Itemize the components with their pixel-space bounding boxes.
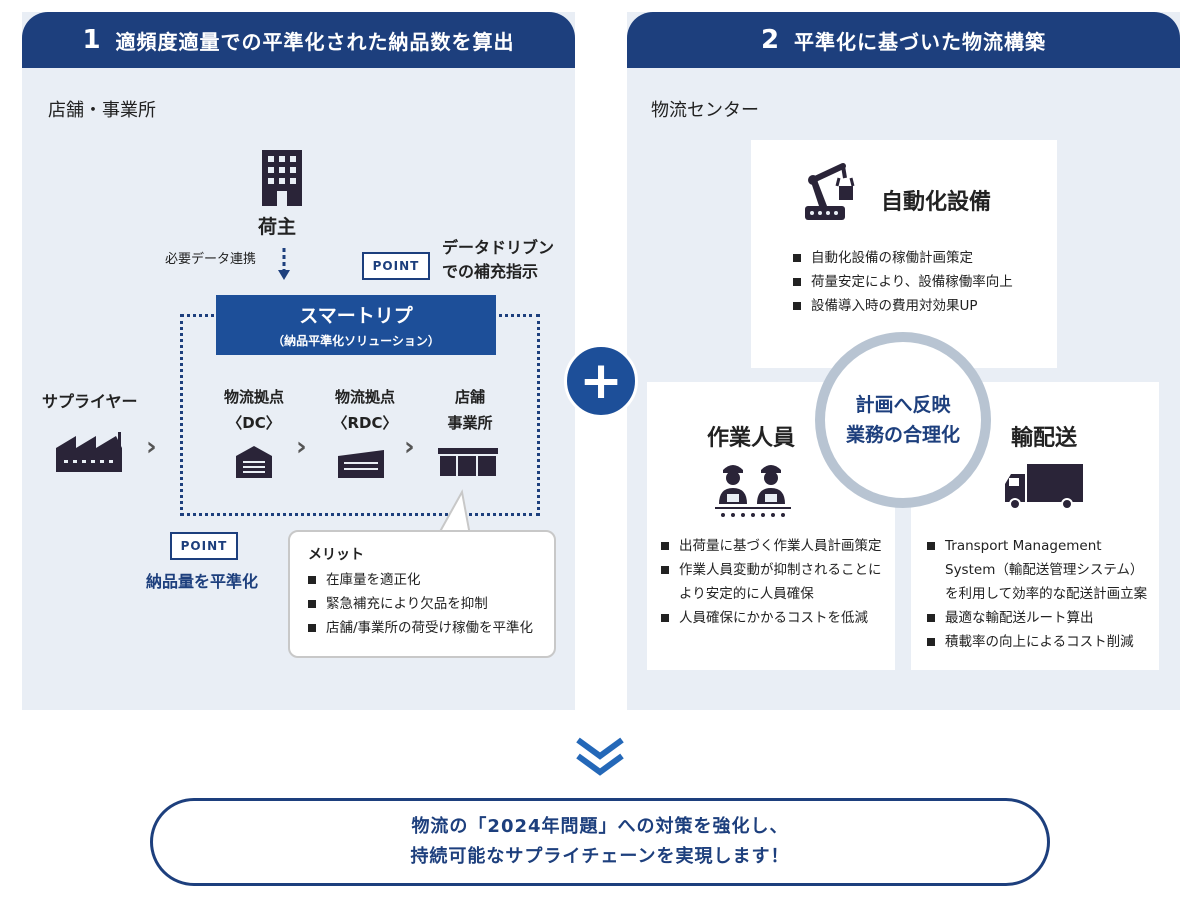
transport-card: 輸配送 Transport Management System（輸配送管理システ…	[911, 382, 1159, 670]
supplier-label: サプライヤー	[42, 392, 138, 411]
point2-text: 納品量を平準化	[146, 572, 259, 591]
automation-list: 自動化設備の稼働計画策定 荷量安定により、設備稼働率向上 設備導入時の費用対効果…	[791, 246, 1051, 318]
transport-item: 積載率の向上によるコスト削減	[925, 630, 1153, 654]
transport-list: Transport Management System（輸配送管理システム）を利…	[925, 534, 1153, 654]
point1-text: データドリブン での補充指示	[442, 236, 554, 284]
chevron-right-icon: ›	[296, 432, 307, 462]
factory-icon	[56, 432, 122, 472]
chevron-right-icon: ›	[146, 432, 157, 462]
merit-item: 店舗/事業所の荷受け稼働を平準化	[306, 616, 554, 640]
right-panel: 2 平準化に基づいた物流構築 物流センター 自動化設備 自動化設備の稼働計画策定…	[627, 12, 1180, 710]
robot-arm-icon	[805, 163, 855, 220]
merit-item: 緊急補充により欠品を抑制	[306, 592, 554, 616]
workers-item: 人員確保にかかるコストを低減	[659, 606, 891, 630]
center-circle-line1: 計画へ反映	[855, 394, 951, 416]
warehouse-dc-icon	[236, 446, 272, 478]
center-circle-ring: 計画へ反映 業務の合理化	[815, 332, 991, 508]
node-store-line1: 店舗	[454, 388, 485, 406]
point-tag-2: POINT	[170, 532, 238, 560]
truck-icon	[1005, 464, 1083, 510]
workers-icon	[715, 465, 791, 517]
node-rdc-line2: 〈RDC〉	[332, 414, 398, 432]
chevron-right-icon: ›	[404, 432, 415, 462]
transport-item: Transport Management System（輸配送管理システム）を利…	[925, 534, 1153, 606]
data-link-label: 必要データ連携	[165, 252, 257, 267]
node-store-line2: 事業所	[447, 414, 493, 432]
conclusion-line1: 物流の「2024年問題」への対策を強化し、	[411, 816, 789, 837]
node-dc-line2: 〈DC〉	[227, 414, 281, 432]
merit-item: 在庫量を適正化	[306, 568, 554, 592]
left-panel: 1 適頻度適量での平準化された納品数を算出 店舗・事業所 荷主 必要データ連携 …	[22, 12, 575, 710]
workers-list: 出荷量に基づく作業人員計画策定 作業人員変動が抑制されることにより安定的に人員確…	[659, 534, 891, 630]
merit-title: メリット	[308, 547, 364, 563]
point-tag-1: POINT	[362, 252, 430, 280]
smart-solution-box: スマートリプ （納品平準化ソリューション）	[216, 295, 496, 355]
point1-text-line2: での補充指示	[442, 262, 539, 281]
transport-item: 最適な輸配送ルート算出	[925, 606, 1153, 630]
right-panel-header: 2 平準化に基づいた物流構築	[627, 12, 1180, 68]
point1-text-line1: データドリブン	[442, 238, 555, 257]
store-icon	[438, 448, 498, 476]
automation-item: 荷量安定により、設備稼働率向上	[791, 270, 1051, 294]
merit-box: メリット 在庫量を適正化 緊急補充により欠品を抑制 店舗/事業所の荷受け稼働を平…	[288, 530, 556, 658]
automation-item: 設備導入時の費用対効果UP	[791, 294, 1051, 318]
smart-title: スマートリプ	[299, 305, 413, 327]
warehouse-rdc-icon	[338, 450, 384, 478]
left-panel-title: 適頻度適量での平準化された納品数を算出	[115, 29, 515, 54]
automation-title: 自動化設備	[881, 190, 992, 215]
shipper-label: 荷主	[258, 216, 297, 238]
node-dc-line1: 物流拠点	[223, 388, 284, 406]
conclusion-line2: 持続可能なサプライチェーンを実現します！	[410, 846, 790, 867]
node-dc: 物流拠点 〈DC〉	[214, 384, 294, 436]
double-chevron-down-icon	[576, 737, 624, 776]
plus-icon: +	[564, 344, 638, 418]
store-section-label: 店舗・事業所	[48, 100, 156, 121]
automation-item: 自動化設備の稼働計画策定	[791, 246, 1051, 270]
logistics-section-label: 物流センター	[651, 100, 759, 121]
workers-title: 作業人員	[707, 426, 796, 451]
conclusion-box: 物流の「2024年問題」への対策を強化し、 持続可能なサプライチェーンを実現しま…	[150, 798, 1050, 886]
automation-card: 自動化設備 自動化設備の稼働計画策定 荷量安定により、設備稼働率向上 設備導入時…	[751, 140, 1057, 368]
right-panel-title: 平準化に基づいた物流構築	[794, 29, 1047, 54]
workers-item: 出荷量に基づく作業人員計画策定	[659, 534, 891, 558]
center-circle-line2: 業務の合理化	[845, 424, 960, 446]
workers-item: 作業人員変動が抑制されることにより安定的に人員確保	[659, 558, 891, 606]
node-store: 店舗 事業所	[430, 384, 510, 436]
left-panel-number: 1	[82, 25, 102, 55]
right-panel-number: 2	[760, 25, 781, 55]
dotted-arrow-down-icon	[278, 248, 290, 280]
center-circle: 計画へ反映 業務の合理化	[825, 342, 981, 498]
left-panel-header: 1 適頻度適量での平準化された納品数を算出	[22, 12, 575, 68]
node-rdc: 物流拠点 〈RDC〉	[320, 384, 410, 436]
node-rdc-line1: 物流拠点	[334, 388, 395, 406]
transport-title: 輸配送	[1011, 426, 1078, 451]
merit-list: 在庫量を適正化 緊急補充により欠品を抑制 店舗/事業所の荷受け稼働を平準化	[306, 568, 554, 640]
building-icon	[262, 150, 302, 206]
smart-subtitle: （納品平準化ソリューション）	[272, 334, 440, 348]
